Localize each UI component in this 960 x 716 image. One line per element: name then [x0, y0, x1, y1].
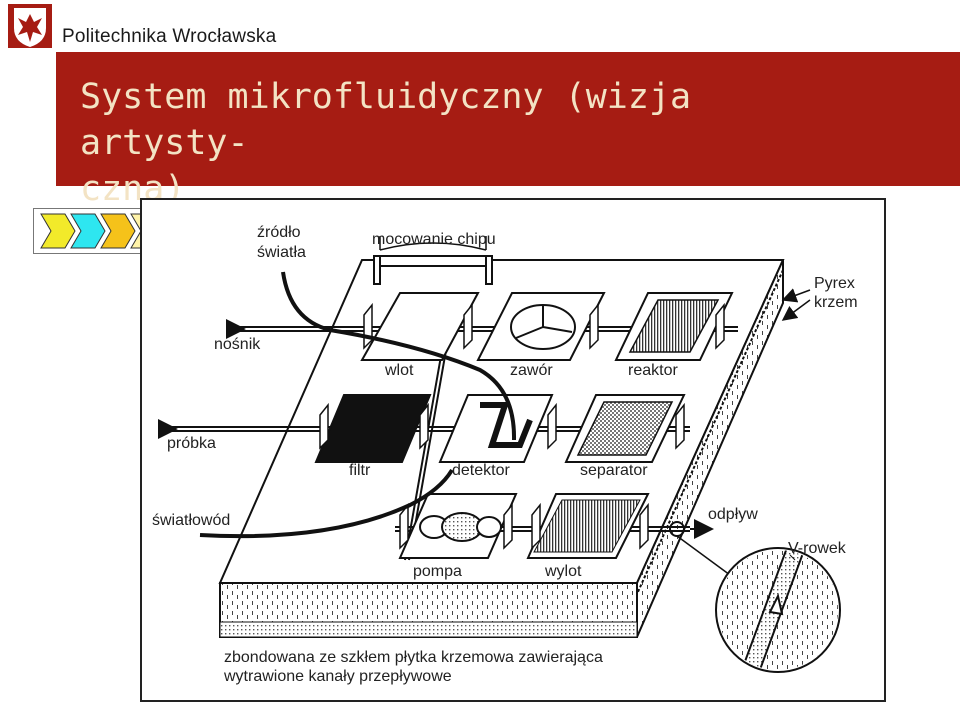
- label-carrier: nośnik: [214, 336, 261, 353]
- title-band: [56, 52, 960, 186]
- slide-title: System mikrofluidyczny (wizja artysty- c…: [80, 77, 692, 209]
- left-margin: [0, 52, 56, 716]
- label-source-1: źródło: [257, 224, 301, 241]
- caption-line-2: wytrawione kanały przepływowe: [223, 668, 452, 685]
- label-source-2: światła: [257, 244, 306, 261]
- label-outflow: odpływ: [708, 506, 758, 523]
- label-inlet: wlot: [384, 362, 414, 379]
- label-mount: mocowanie chipu: [372, 231, 496, 248]
- caption-line-1: zbondowana ze szkłem płytka krzemowa zaw…: [224, 649, 603, 666]
- optical-fiber: [199, 468, 454, 539]
- label-pyrex: Pyrex: [814, 275, 855, 292]
- university-name: Politechnika Wrocławska: [62, 26, 277, 47]
- label-sample: próbka: [167, 435, 216, 452]
- chip-front-bottom: [219, 621, 638, 638]
- label-reactor: reaktor: [628, 362, 678, 379]
- label-separator: separator: [580, 462, 648, 479]
- label-detector: detektor: [452, 462, 510, 479]
- label-fiber: światłowód: [152, 512, 230, 529]
- label-silicon: krzem: [814, 294, 858, 311]
- label-valve: zawór: [510, 362, 553, 379]
- label-filter: filtr: [349, 462, 371, 479]
- chevron-2[interactable]: [70, 213, 106, 249]
- chevron-1[interactable]: [40, 213, 76, 249]
- light-source-fiber: [281, 271, 517, 441]
- label-outlet: wylot: [544, 563, 582, 580]
- eagle-crest-icon: [8, 4, 52, 48]
- label-vgroove: V-rowek: [788, 540, 847, 557]
- label-pump: pompa: [413, 563, 462, 580]
- chevron-3[interactable]: [100, 213, 136, 249]
